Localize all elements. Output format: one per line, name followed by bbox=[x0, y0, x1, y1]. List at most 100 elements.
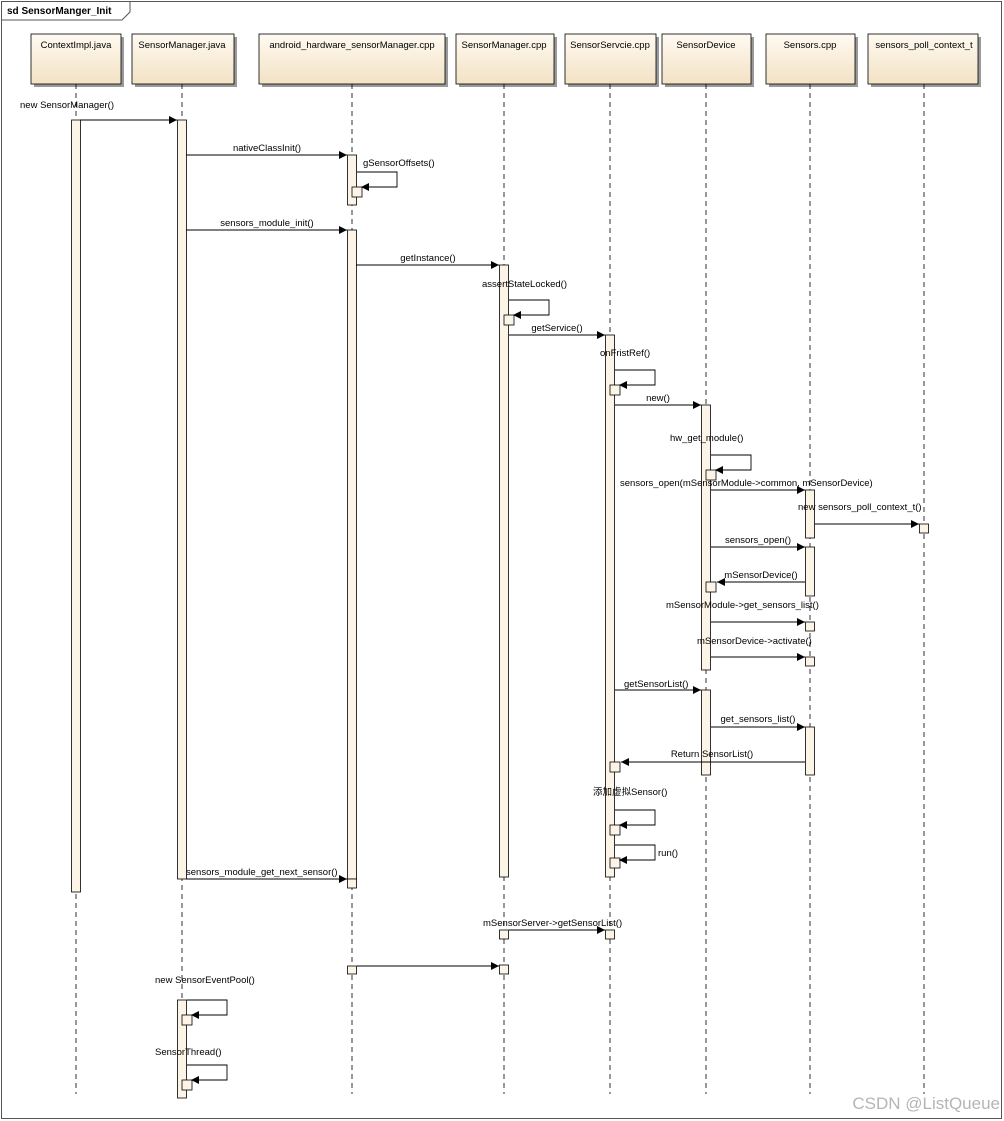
message[interactable]: getService() bbox=[509, 323, 605, 340]
message-label: new SensorManager() bbox=[20, 100, 114, 111]
message-label: new SensorEventPool() bbox=[155, 975, 255, 986]
self-message-arrow bbox=[187, 1064, 228, 1085]
message-label: onFristRef() bbox=[600, 348, 650, 359]
message-label: Return SensorList() bbox=[671, 749, 753, 760]
message-label: new sensors_poll_context_t() bbox=[798, 502, 922, 513]
nested-activation bbox=[609, 761, 621, 773]
activation-bar bbox=[347, 965, 357, 975]
message[interactable]: mSensorServer->getSensorList() bbox=[483, 918, 622, 935]
message[interactable]: assertStateLocked() bbox=[482, 279, 567, 320]
lifeline-head[interactable] bbox=[765, 33, 856, 85]
message-label: sensors_open() bbox=[725, 535, 791, 546]
message[interactable]: getInstance() bbox=[356, 253, 499, 270]
watermark: CSDN @ListQueue bbox=[852, 1094, 1000, 1113]
lifeline-sdv: SensorDevice bbox=[661, 33, 754, 1094]
frame-title-tab bbox=[1, 1, 131, 21]
message[interactable]: new SensorManager() bbox=[20, 100, 177, 125]
activation-bar bbox=[605, 929, 615, 940]
self-message-arrow bbox=[187, 999, 228, 1020]
activation-bar bbox=[805, 546, 815, 597]
message-label: mSensorServer->getSensorList() bbox=[483, 918, 622, 929]
activation-bar bbox=[805, 621, 815, 632]
message[interactable]: new() bbox=[615, 393, 701, 410]
lifeline-head[interactable] bbox=[258, 33, 446, 85]
lifeline-head[interactable] bbox=[867, 33, 979, 85]
message-label: mSensorDevice() bbox=[724, 570, 797, 581]
activation-bar bbox=[919, 523, 929, 534]
nested-activation bbox=[609, 824, 621, 836]
activation-bar bbox=[605, 334, 615, 878]
nested-activation bbox=[181, 1014, 193, 1026]
activation-bar bbox=[347, 154, 357, 206]
message[interactable]: sensors_open(mSensorModule->common, mSen… bbox=[620, 478, 873, 495]
message-label: run() bbox=[658, 848, 678, 859]
lifeline-name: Sensors.cpp bbox=[784, 40, 837, 51]
message[interactable]: SensorThread() bbox=[155, 1047, 228, 1085]
message-label: mSensorModule->get_sensors_list() bbox=[666, 600, 819, 611]
self-message-arrow bbox=[711, 454, 752, 475]
activations bbox=[71, 119, 929, 1099]
nested-activation bbox=[609, 384, 621, 396]
nested-activation bbox=[705, 581, 717, 593]
message[interactable]: onFristRef() bbox=[600, 348, 656, 390]
lifeline-name: SensorManager.java bbox=[138, 40, 226, 51]
message[interactable]: sensors_open() bbox=[711, 535, 805, 552]
message[interactable]: hw_get_module() bbox=[670, 433, 752, 475]
message[interactable]: 添加虚拟Sensor() bbox=[593, 786, 667, 830]
message[interactable]: mSensorDevice() bbox=[717, 570, 805, 587]
lifeline-head[interactable] bbox=[661, 33, 752, 85]
message-label: 添加虚拟Sensor() bbox=[593, 786, 667, 798]
activation-bar bbox=[177, 999, 187, 1099]
activation-bar bbox=[701, 404, 711, 671]
message-label: getService() bbox=[531, 323, 582, 334]
nested-activation bbox=[609, 857, 621, 869]
message[interactable]: getSensorList() bbox=[615, 679, 701, 695]
nested-activation bbox=[351, 186, 363, 198]
self-message-arrow bbox=[509, 299, 550, 320]
nested-activation bbox=[181, 1079, 193, 1091]
activation-bar bbox=[805, 656, 815, 667]
self-message-arrow bbox=[615, 369, 656, 390]
message[interactable]: Return SensorList() bbox=[621, 749, 805, 767]
message-label: new() bbox=[646, 393, 670, 404]
activation-bar bbox=[805, 726, 815, 776]
message[interactable]: gSensorOffsets() bbox=[357, 158, 435, 192]
activation-bar bbox=[499, 929, 509, 940]
message[interactable]: sensors_module_init() bbox=[186, 218, 347, 235]
message[interactable]: new sensors_poll_context_t() bbox=[798, 502, 922, 529]
lifeline-name: sensors_poll_context_t bbox=[875, 40, 973, 51]
message[interactable]: mSensorDevice->activate() bbox=[697, 636, 812, 662]
message-label: SensorThread() bbox=[155, 1047, 222, 1058]
self-message-arrow bbox=[357, 171, 398, 192]
self-message-arrow bbox=[615, 844, 656, 865]
message-label: hw_get_module() bbox=[670, 433, 743, 444]
lifelines: ContextImpl.java SensorManager.java androi… bbox=[30, 33, 981, 1094]
message[interactable]: nativeClassInit() bbox=[186, 143, 347, 160]
activation-bar bbox=[499, 264, 509, 878]
lifeline-name: android_hardware_sensorManager.cpp bbox=[269, 40, 434, 51]
lifeline-name: SensorManager.cpp bbox=[461, 40, 546, 51]
lifeline-head[interactable] bbox=[455, 33, 555, 85]
activation-bar bbox=[499, 964, 509, 975]
message-label: assertStateLocked() bbox=[482, 279, 567, 290]
activation-bar bbox=[805, 489, 815, 539]
lifeline-head[interactable] bbox=[131, 33, 235, 85]
message[interactable]: sensors_module_get_next_sensor() bbox=[186, 867, 347, 884]
activation-bar bbox=[347, 229, 357, 880]
lifeline-ctx: ContextImpl.java bbox=[30, 33, 124, 1094]
message-label: gSensorOffsets() bbox=[363, 158, 435, 169]
message[interactable]: run() bbox=[615, 844, 678, 865]
message[interactable]: get_sensors_list() bbox=[711, 714, 805, 732]
lifeline-head[interactable] bbox=[564, 33, 657, 85]
message-label: getSensorList() bbox=[624, 679, 688, 690]
frame-title: sd SensorManger_Init bbox=[7, 6, 112, 17]
lifeline-name: SensorDevice bbox=[676, 40, 735, 51]
self-message-arrow bbox=[615, 809, 656, 830]
message-label: sensors_open(mSensorModule->common, mSen… bbox=[620, 478, 873, 489]
lifeline-name: ContextImpl.java bbox=[41, 40, 112, 51]
lifeline-name: SensorServcie.cpp bbox=[570, 40, 650, 51]
message[interactable]: new SensorEventPool() bbox=[155, 975, 255, 1020]
message[interactable]: mSensorModule->get_sensors_list() bbox=[666, 600, 819, 627]
message-label: mSensorDevice->activate() bbox=[697, 636, 812, 647]
